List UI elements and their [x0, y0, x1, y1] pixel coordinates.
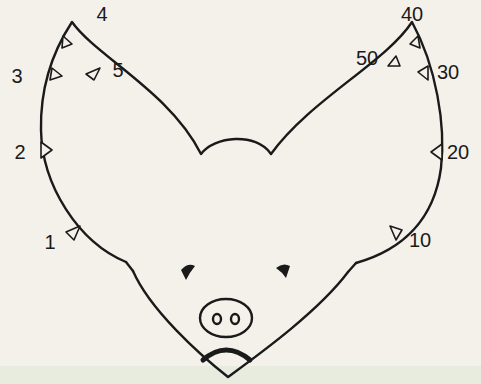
nostril [213, 314, 221, 324]
cheek-right [348, 263, 356, 272]
ear-notch [41, 142, 52, 158]
callout-number: 4 [96, 4, 107, 24]
callout-number: 20 [447, 142, 469, 162]
callout-number: 30 [437, 62, 459, 82]
ear-notch [62, 36, 72, 48]
ear-notch [86, 68, 100, 80]
jaw [133, 271, 348, 377]
callout-number: 5 [112, 60, 123, 80]
callout-number: 50 [356, 48, 378, 68]
nostril [231, 314, 239, 324]
ear-notch [388, 56, 400, 66]
callout-number: 10 [409, 230, 431, 250]
callout-number: 1 [44, 232, 55, 252]
ear-notch [50, 68, 62, 80]
cheek-left [126, 262, 133, 271]
ear-notch [418, 66, 428, 80]
callout-number: 2 [14, 142, 25, 162]
snout [200, 299, 252, 337]
mouth [203, 350, 250, 360]
ear-notch [410, 36, 420, 48]
ear-notch [66, 226, 80, 240]
ear-notch [431, 144, 442, 160]
ear-notch [390, 226, 402, 240]
callout-number: 3 [11, 66, 22, 86]
callout-number: 40 [401, 4, 423, 24]
eye [276, 264, 290, 278]
head-outline [41, 22, 442, 263]
eye [181, 265, 195, 280]
